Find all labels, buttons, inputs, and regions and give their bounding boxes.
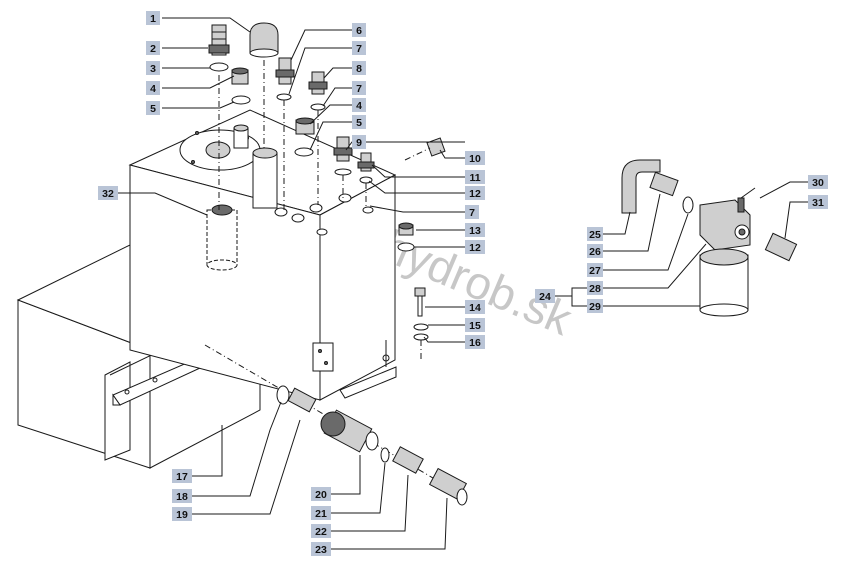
pressure-filter-assembly bbox=[621, 159, 798, 317]
suction-line-fittings bbox=[204, 344, 468, 506]
callout-24: 24 bbox=[535, 289, 555, 303]
svg-text:7: 7 bbox=[469, 207, 475, 219]
callout-15: 15 bbox=[465, 318, 485, 332]
callout-27: 27 bbox=[587, 263, 603, 277]
svg-text:12: 12 bbox=[469, 242, 481, 254]
svg-text:22: 22 bbox=[315, 526, 327, 538]
callout-28: 28 bbox=[587, 281, 603, 295]
svg-text:20: 20 bbox=[315, 489, 327, 501]
svg-text:13: 13 bbox=[469, 225, 481, 237]
callout-6: 6 bbox=[352, 23, 366, 37]
svg-text:31: 31 bbox=[812, 197, 824, 209]
svg-text:29: 29 bbox=[589, 301, 601, 313]
svg-text:24: 24 bbox=[539, 291, 551, 303]
callout-17: 17 bbox=[172, 469, 192, 483]
callout-11: 11 bbox=[465, 170, 485, 184]
callout-16: 16 bbox=[465, 335, 485, 349]
callout-3: 3 bbox=[146, 61, 160, 75]
svg-text:18: 18 bbox=[176, 491, 188, 503]
callout-18: 18 bbox=[172, 489, 192, 503]
svg-text:12: 12 bbox=[469, 188, 481, 200]
svg-text:5: 5 bbox=[356, 117, 362, 129]
svg-text:30: 30 bbox=[812, 177, 824, 189]
svg-text:28: 28 bbox=[589, 283, 601, 295]
svg-text:26: 26 bbox=[589, 246, 601, 258]
svg-text:9: 9 bbox=[356, 137, 362, 149]
suction-filter bbox=[206, 204, 238, 271]
callout-22: 22 bbox=[311, 524, 331, 538]
callout-4b: 4 bbox=[352, 98, 366, 112]
callout-23: 23 bbox=[311, 542, 331, 556]
svg-text:32: 32 bbox=[102, 188, 114, 200]
callout-30: 30 bbox=[808, 175, 828, 189]
callout-5: 5 bbox=[146, 101, 160, 115]
callout-1: 1 bbox=[146, 11, 160, 25]
svg-text:21: 21 bbox=[315, 508, 327, 520]
callout-29: 29 bbox=[587, 299, 603, 313]
svg-text:8: 8 bbox=[356, 63, 362, 75]
svg-text:1: 1 bbox=[150, 13, 156, 25]
callouts: 1 2 3 4 5 6 7 8 7 4 5 9 10 11 12 7 13 12… bbox=[98, 11, 828, 556]
svg-text:11: 11 bbox=[469, 172, 480, 184]
svg-text:16: 16 bbox=[469, 337, 481, 349]
callout-32: 32 bbox=[98, 186, 118, 200]
svg-text:4: 4 bbox=[356, 100, 362, 112]
svg-text:25: 25 bbox=[589, 229, 601, 241]
callout-25: 25 bbox=[587, 227, 603, 241]
callout-13: 13 bbox=[465, 223, 485, 237]
callout-31: 31 bbox=[808, 195, 828, 209]
callout-10: 10 bbox=[465, 151, 485, 165]
callout-12b: 12 bbox=[465, 240, 485, 254]
callout-7b: 7 bbox=[352, 81, 366, 95]
callout-8: 8 bbox=[352, 61, 366, 75]
svg-text:4: 4 bbox=[150, 83, 156, 95]
svg-text:2: 2 bbox=[150, 43, 156, 55]
callout-21: 21 bbox=[311, 506, 331, 520]
callout-12a: 12 bbox=[465, 186, 485, 200]
svg-text:3: 3 bbox=[150, 63, 156, 75]
callout-2: 2 bbox=[146, 41, 160, 55]
upper-tank bbox=[128, 109, 397, 401]
svg-text:7: 7 bbox=[356, 83, 362, 95]
svg-text:17: 17 bbox=[176, 471, 188, 483]
callout-5b: 5 bbox=[352, 115, 366, 129]
callout-7c: 7 bbox=[465, 205, 479, 219]
svg-text:7: 7 bbox=[356, 43, 362, 55]
svg-text:5: 5 bbox=[150, 103, 156, 115]
svg-text:19: 19 bbox=[176, 509, 188, 521]
callout-4: 4 bbox=[146, 81, 160, 95]
callout-19: 19 bbox=[172, 507, 192, 521]
svg-text:10: 10 bbox=[469, 153, 481, 165]
top-fittings bbox=[208, 22, 446, 360]
callout-9: 9 bbox=[352, 135, 366, 149]
callout-7a: 7 bbox=[352, 41, 366, 55]
svg-text:27: 27 bbox=[589, 265, 601, 277]
svg-text:15: 15 bbox=[469, 320, 481, 332]
callout-20: 20 bbox=[311, 487, 331, 501]
callout-14: 14 bbox=[465, 300, 485, 314]
svg-text:6: 6 bbox=[356, 25, 362, 37]
svg-text:23: 23 bbox=[315, 544, 327, 556]
svg-text:14: 14 bbox=[469, 302, 481, 314]
callout-26: 26 bbox=[587, 244, 603, 258]
